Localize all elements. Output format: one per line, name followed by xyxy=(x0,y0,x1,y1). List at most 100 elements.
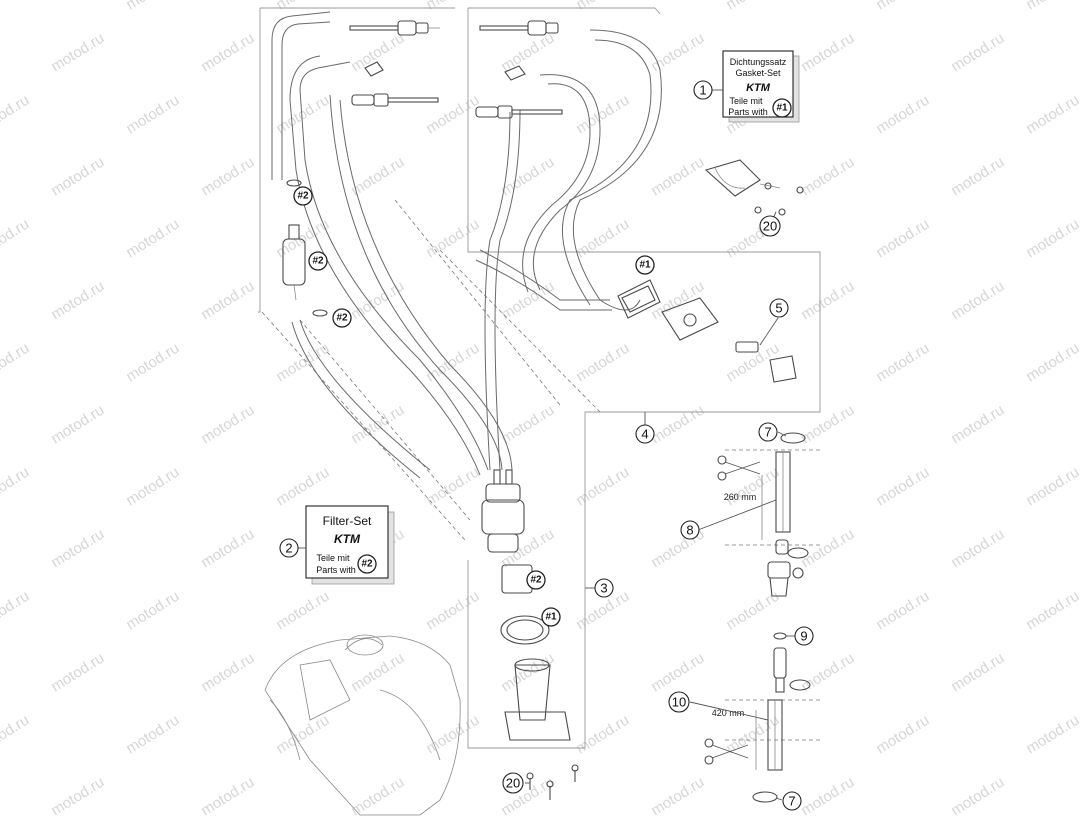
watermark-text: motod.ru xyxy=(498,154,557,200)
watermark-text: motod.ru xyxy=(273,588,332,634)
watermark-text: motod.ru xyxy=(123,0,182,13)
watermark-text: motod.ru xyxy=(798,402,857,448)
watermark-text: motod.ru xyxy=(498,402,557,448)
gasket-set-box: Dichtungssatz Gasket-Set KTM Teile mit P… xyxy=(722,50,800,123)
right-fuel-hoses xyxy=(475,29,662,471)
watermark-text: motod.ru xyxy=(48,30,107,76)
watermark-text: motod.ru xyxy=(198,774,257,819)
hose-clip-assembly xyxy=(704,159,804,216)
callout-leaders xyxy=(298,89,795,801)
watermark-text: motod.ru xyxy=(648,650,707,696)
svg-text:3: 3 xyxy=(600,581,607,596)
watermark-text: motod.ru xyxy=(948,30,1007,76)
hose-10 xyxy=(752,632,811,803)
svg-text:#2: #2 xyxy=(530,575,542,586)
ref-marker-gasket-kit: #1 xyxy=(635,255,655,275)
watermark-text: motod.ru xyxy=(1023,216,1082,262)
watermark-text: motod.ru xyxy=(573,92,632,138)
watermark-text: motod.ru xyxy=(0,464,32,510)
watermark-text: motod.ru xyxy=(723,464,782,510)
watermark-text: motod.ru xyxy=(1023,464,1082,510)
watermark-text: motod.ru xyxy=(0,0,32,13)
watermark-text: motod.ru xyxy=(423,340,482,386)
dashed-leaders xyxy=(261,199,820,741)
screws xyxy=(526,764,579,800)
watermark-text: motod.ru xyxy=(798,154,857,200)
watermark-text: motod.ru xyxy=(0,340,32,386)
fuel-pump xyxy=(481,469,571,741)
hose-8 xyxy=(767,432,809,597)
dimension-label-420: 420 mm xyxy=(712,708,745,718)
watermark-text: motod.ru xyxy=(648,154,707,200)
callout-10: 10 xyxy=(668,691,690,713)
watermark-text: motod.ru xyxy=(273,712,332,758)
filter-set-parts-en: Parts with xyxy=(316,565,356,575)
watermark-text: motod.ru xyxy=(48,774,107,819)
watermark-text: motod.ru xyxy=(348,650,407,696)
scissors-icon xyxy=(704,738,749,765)
ref-marker-filter-kit: #2 xyxy=(526,570,546,590)
watermark-text: motod.ru xyxy=(198,30,257,76)
fuel-tank xyxy=(264,634,461,816)
ktm-logo: KTM xyxy=(746,82,771,94)
gasket-set-title-en: Gasket-Set xyxy=(735,68,781,78)
ref-marker-filter-kit: #2 xyxy=(293,186,313,206)
watermark-text: motod.ru xyxy=(873,0,932,13)
watermark-text: motod.ru xyxy=(0,588,32,634)
dimension-label-260: 260 mm xyxy=(724,492,757,502)
svg-text:7: 7 xyxy=(764,425,771,440)
filter-set-ref: #2 xyxy=(361,559,373,570)
watermark-text: motod.ru xyxy=(1023,712,1082,758)
callout-20-bottom: 20 xyxy=(502,772,524,794)
svg-text:10: 10 xyxy=(672,695,686,710)
watermark-text: motod.ru xyxy=(948,402,1007,448)
gasket-set-parts-en: Parts with xyxy=(728,107,768,117)
watermark-text: motod.ru xyxy=(723,588,782,634)
ref-marker-filter-kit: #2 xyxy=(308,251,328,271)
svg-text:#2: #2 xyxy=(336,313,348,324)
watermark-text: motod.ru xyxy=(48,278,107,324)
svg-text:4: 4 xyxy=(641,427,648,442)
watermark-text: motod.ru xyxy=(948,774,1007,819)
callout-1: 1 xyxy=(693,80,713,100)
watermark-text: motod.ru xyxy=(873,216,932,262)
watermark-text: motod.ru xyxy=(573,340,632,386)
inline-fuel-filter xyxy=(282,179,328,317)
watermark-text: motod.ru xyxy=(48,526,107,572)
watermark-text: motod.ru xyxy=(1023,0,1082,13)
watermark-text: motod.ru xyxy=(873,712,932,758)
watermark-text: motod.ru xyxy=(48,154,107,200)
watermark-text: motod.ru xyxy=(873,92,932,138)
watermark-text: motod.ru xyxy=(798,30,857,76)
callout-8: 8 xyxy=(680,520,700,540)
watermark-text: motod.ru xyxy=(573,0,632,13)
svg-text:20: 20 xyxy=(763,219,777,234)
watermark-text: motod.ru xyxy=(1023,588,1082,634)
watermark-text: motod.ru xyxy=(198,526,257,572)
svg-text:#1: #1 xyxy=(545,612,557,623)
callout-20-top: 20 xyxy=(759,215,781,237)
callout-4: 4 xyxy=(635,424,655,444)
watermark-text: motod.ru xyxy=(198,278,257,324)
callout-7: 7 xyxy=(758,422,778,442)
watermark-text: motod.ru xyxy=(48,402,107,448)
watermark-text: motod.ru xyxy=(798,774,857,819)
filter-set-box: Filter-Set KTM Teile mit Parts with #2 xyxy=(305,505,395,585)
watermark-text: motod.ru xyxy=(198,650,257,696)
watermark-text: motod.ru xyxy=(0,712,32,758)
quick-couplings xyxy=(349,20,563,119)
watermark-text: motod.ru xyxy=(648,774,707,819)
watermark-text: motod.ru xyxy=(1023,92,1082,138)
svg-text:8: 8 xyxy=(686,523,693,538)
ref-marker-gasket-kit: #1 xyxy=(541,607,561,627)
watermark-text: motod.ru xyxy=(948,278,1007,324)
watermark-text: motod.ru xyxy=(423,0,482,13)
watermark-text: motod.ru xyxy=(273,340,332,386)
svg-text:1: 1 xyxy=(699,83,706,98)
gasket-set-title-de: Dichtungssatz xyxy=(730,57,787,67)
svg-text:7: 7 xyxy=(788,794,795,809)
watermark-text: motod.ru xyxy=(648,402,707,448)
callout-9: 9 xyxy=(794,626,814,646)
watermark-text: motod.ru xyxy=(798,526,857,572)
